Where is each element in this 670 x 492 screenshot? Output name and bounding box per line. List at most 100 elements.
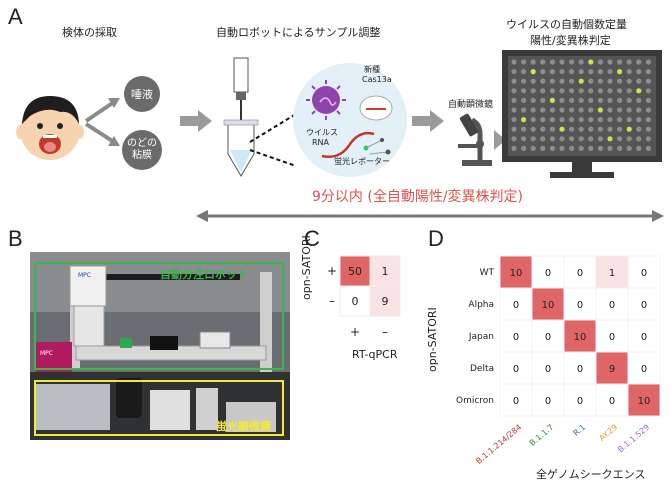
monitor-dot <box>540 88 546 94</box>
arrow-to-robot <box>180 110 212 132</box>
monitor-dot-positive <box>617 69 623 75</box>
monitor-dot <box>636 107 642 113</box>
monitor-dot-positive <box>521 117 527 123</box>
monitor-dot <box>617 117 623 123</box>
monitor-dot <box>559 59 565 65</box>
heatmap-cell-value: 0 <box>641 332 647 343</box>
col-tick-label: – <box>382 325 388 339</box>
heatmap-cell-value: 0 <box>609 332 615 343</box>
monitor-dot <box>521 97 527 103</box>
monitor-dot <box>626 59 632 65</box>
monitor-dot <box>588 107 594 113</box>
heatmap-cell-value: 0 <box>577 268 583 279</box>
monitor-dot <box>607 59 613 65</box>
monitor-dot <box>511 136 517 142</box>
heatmap-cell-value: 9 <box>609 364 615 375</box>
monitor-dot <box>645 107 651 113</box>
row-tick-label: Alpha <box>468 300 494 310</box>
heatmap-cell-value: 9 <box>382 295 389 308</box>
monitor-dot <box>521 145 527 151</box>
monitor-dot <box>588 136 594 142</box>
virus-icon <box>306 80 346 120</box>
monitor-dot <box>578 126 584 132</box>
nasal-label-line2: 粘膜 <box>132 150 152 161</box>
col-tick-label: B.1.1.214/284 <box>474 423 523 466</box>
monitor-dot <box>569 117 575 123</box>
reporter-label: 蛍光レポーター <box>334 157 390 166</box>
monitor-dot <box>549 88 555 94</box>
monitor-dot <box>549 145 555 151</box>
heatmap-cell <box>531 383 565 417</box>
monitor-dot-positive <box>588 59 594 65</box>
monitor-dot <box>626 97 632 103</box>
monitor-dot <box>540 78 546 84</box>
monitor-dot <box>607 78 613 84</box>
monitor-dot <box>626 136 632 142</box>
monitor-dot <box>597 145 603 151</box>
monitor-dot <box>569 69 575 75</box>
robot-highlight-box <box>34 262 284 370</box>
heatmap-cell-value: 0 <box>641 268 647 279</box>
monitor-dot <box>645 97 651 103</box>
monitor-dot <box>617 78 623 84</box>
monitor-dot <box>569 78 575 84</box>
arrow-to-microscope <box>412 110 444 132</box>
monitor-dot <box>617 97 623 103</box>
monitor-icon <box>502 50 662 178</box>
result-title-line2: 陽性/変異株判定 <box>530 34 611 47</box>
heatmap-cell-value: 0 <box>545 396 551 407</box>
heatmap-cell-value: 0 <box>577 364 583 375</box>
monitor-dot <box>569 136 575 142</box>
heatmap-cell-value: 10 <box>542 300 555 311</box>
monitor-dot <box>549 59 555 65</box>
monitor-dot <box>511 69 517 75</box>
monitor-dot <box>645 126 651 132</box>
reaction-circle <box>293 63 407 177</box>
monitor-dot <box>636 78 642 84</box>
monitor-dot <box>607 117 613 123</box>
monitor-dot <box>597 117 603 123</box>
heatmap-cell <box>339 285 371 317</box>
monitor-dot <box>540 69 546 75</box>
face-illustration <box>16 96 84 160</box>
monitor-dot <box>588 97 594 103</box>
monitor-dot <box>617 88 623 94</box>
row-tick-label: Omicron <box>456 396 494 406</box>
zoom-lines <box>249 113 297 167</box>
robot-title: 自動ロボットによるサンプル調整 <box>216 26 381 39</box>
monitor-dot <box>530 78 536 84</box>
cas-label-line1: 新種 <box>364 65 380 74</box>
robot-photo: 自動分注ロボット 蛍光顕微鏡 MPC MPC <box>30 252 290 440</box>
monitor-dot <box>530 88 536 94</box>
heatmap-cell-value: 0 <box>609 396 615 407</box>
arrow-to-monitor <box>494 130 506 150</box>
monitor-dot <box>597 97 603 103</box>
monitor-dot <box>521 136 527 142</box>
split-arrows <box>84 98 120 146</box>
monitor-dot <box>559 107 565 113</box>
heatmap-cell-value: 0 <box>513 396 519 407</box>
monitor-dot-positive <box>578 78 584 84</box>
brand-label-1: MPC <box>78 272 91 279</box>
row-tick-label: WT <box>480 268 495 278</box>
monitor-dot <box>588 126 594 132</box>
monitor-dot <box>578 59 584 65</box>
monitor-dot <box>511 59 517 65</box>
monitor-dot-positive <box>636 88 642 94</box>
rna-strand <box>321 131 375 158</box>
monitor-dot <box>626 107 632 113</box>
monitor-dot <box>607 145 613 151</box>
monitor-dot <box>588 117 594 123</box>
monitor-dot <box>521 126 527 132</box>
heatmap-cell-value: 10 <box>510 268 523 279</box>
heatmap-cell-value: 0 <box>641 300 647 311</box>
monitor-dot <box>636 145 642 151</box>
monitor-dot <box>617 136 623 142</box>
cas-label-line2: Cas13a <box>362 75 392 84</box>
col-tick-label: B.1.1.529 <box>616 423 651 455</box>
heatmap-cell-value: 10 <box>638 396 651 407</box>
col-tick-label: R.1 <box>572 423 588 438</box>
monitor-dot <box>645 88 651 94</box>
monitor-dot <box>617 145 623 151</box>
panel-b-letter: B <box>8 226 23 251</box>
